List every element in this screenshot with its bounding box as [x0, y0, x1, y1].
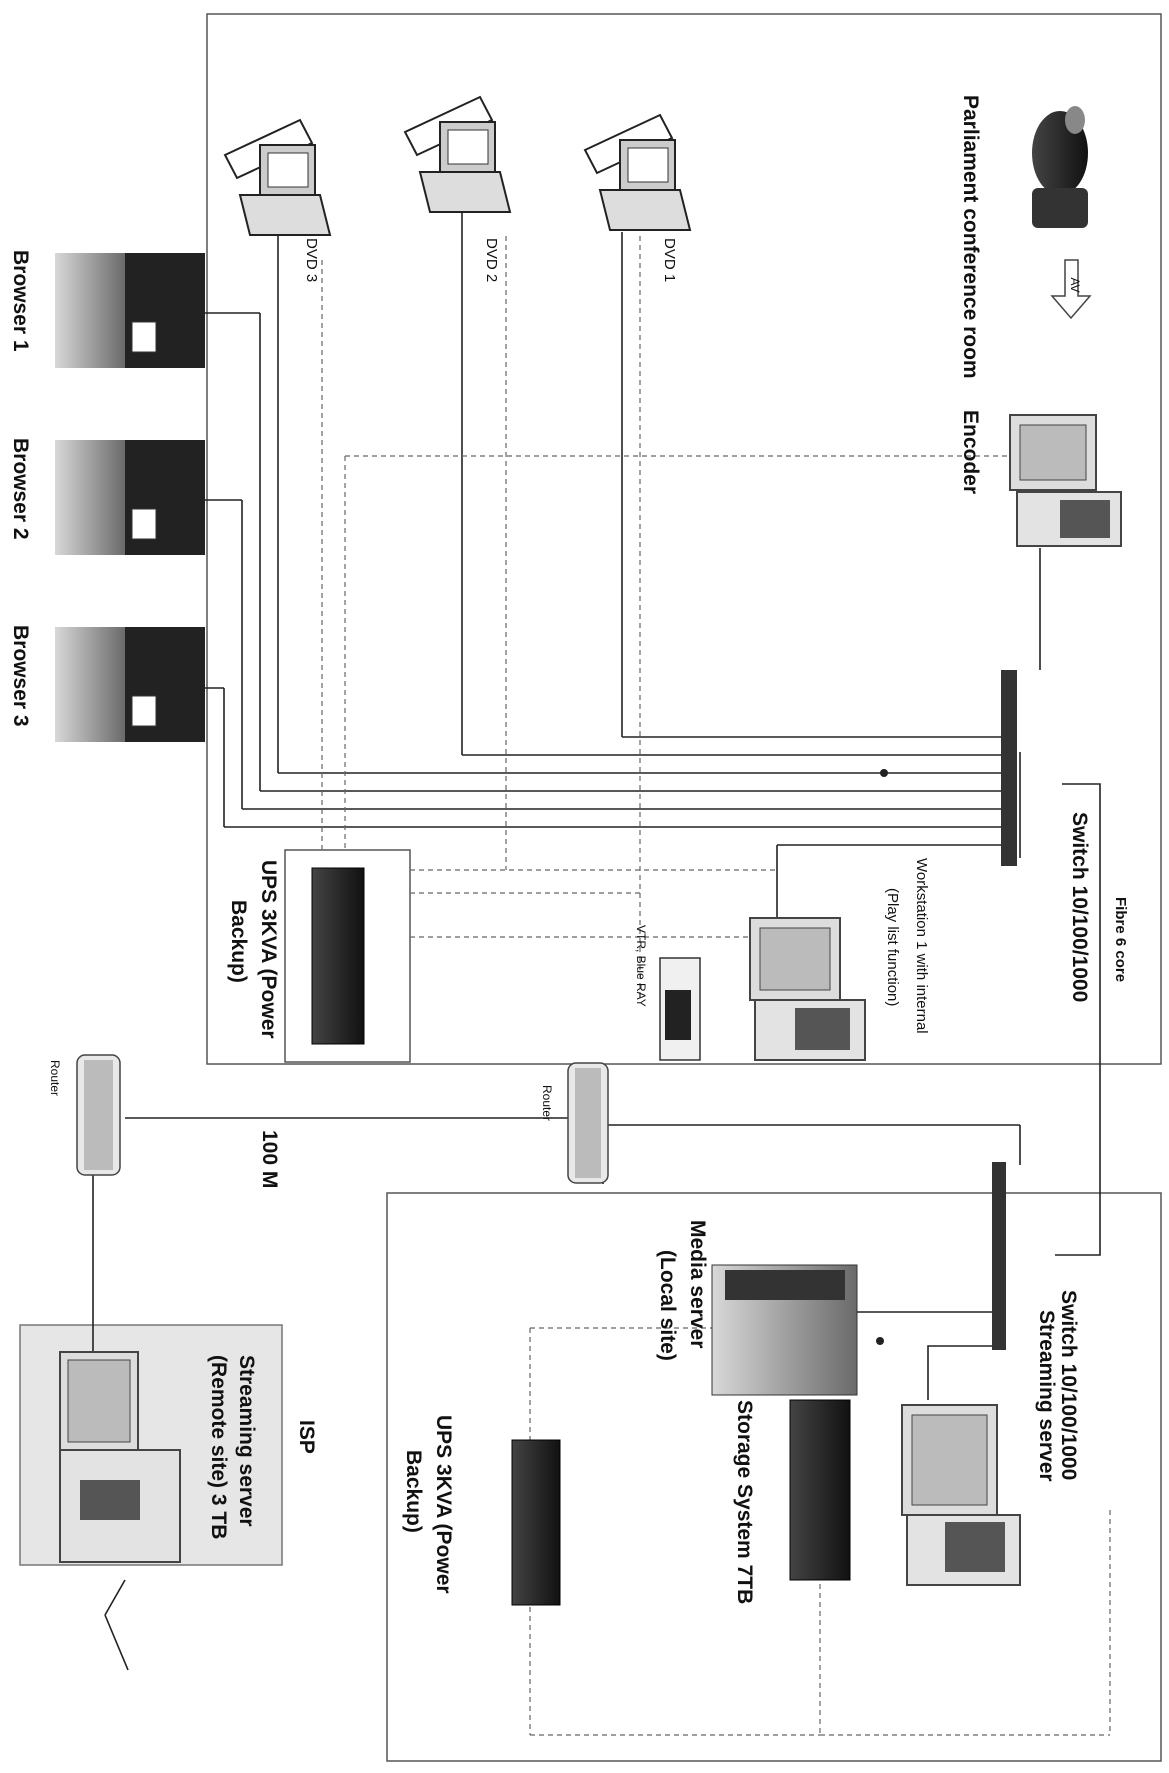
browser2-label: Browser 2: [9, 438, 32, 540]
dvd3-label: DVD 3: [303, 238, 320, 282]
router-left-icon: [76, 1054, 121, 1176]
streaming-local-label: Streaming server: [1035, 1310, 1058, 1482]
local-switch-label: Switch 10/100/1000: [1057, 1290, 1080, 1480]
main-switch-label: Switch 10/100/1000: [1068, 812, 1091, 1002]
main-site-boundary: [206, 13, 1162, 1065]
encoder-label: Encoder: [959, 410, 982, 494]
router-center-icon: [567, 1062, 609, 1184]
ups-local-label-2: Backup): [402, 1450, 425, 1533]
dashed-wires: [321, 236, 1111, 1736]
labels: Parliament conference room Encoder DVD 1…: [9, 95, 1129, 1604]
streaming-server-remote-icon: [59, 1351, 181, 1563]
media-server-label-2: (Local site): [656, 1250, 679, 1361]
streaming-remote-label-2: (Remote site) 3 TB: [207, 1355, 230, 1539]
ups-local-label-1: UPS 3KVA (Power: [432, 1415, 455, 1594]
workstation-label-1: Workstation 1 with internal: [913, 858, 930, 1034]
browser1-label: Browser 1: [9, 250, 32, 352]
ups-main-icon: [311, 867, 365, 1045]
media-server-label-1: Media server: [686, 1220, 709, 1348]
ups-main-label-2: Backup): [227, 900, 250, 983]
local-site-boundary: [386, 1192, 1162, 1762]
router-left-label: Router: [48, 1060, 62, 1096]
vtr-bluray-icon: [659, 957, 701, 1061]
dvd2-label: DVD 2: [483, 238, 500, 282]
link-speed-label: 100 M: [258, 1130, 281, 1188]
ups-main-label-1: UPS 3KVA (Power: [257, 860, 280, 1039]
router-center-label: Router: [540, 1085, 554, 1121]
browser3-label: Browser 3: [9, 625, 32, 727]
dvd1-computer-icon: [583, 113, 692, 231]
ups-local-icon: [511, 1439, 561, 1606]
workstation-computer-icon: [749, 917, 866, 1061]
browser1-computer-icon: [55, 253, 205, 368]
av-arrow-label: AV: [1068, 277, 1082, 292]
dvd1-label: DVD 1: [661, 238, 678, 282]
local-switch-icon: [992, 1162, 1006, 1350]
isp-label: ISP: [295, 1420, 318, 1454]
browser3-computer-icon: [55, 627, 205, 742]
streaming-server-local-icon: [901, 1404, 1021, 1586]
av-arrow-icon: [1050, 259, 1092, 320]
vtr-label: VTR, Blue RAY: [634, 925, 648, 1007]
parliament-label: Parliament conference room: [959, 95, 982, 379]
streaming-remote-label-1: Streaming server: [235, 1355, 258, 1527]
fibre-label: Fibre 6 core: [1112, 897, 1129, 982]
camera-icon: [1032, 106, 1088, 228]
media-server-icon: [711, 1264, 858, 1396]
storage-label: Storage System 7TB: [733, 1400, 756, 1604]
encoder-computer-icon: [1009, 414, 1122, 547]
storage-system-icon: [789, 1399, 851, 1581]
ups-main-frame: [284, 849, 411, 1063]
network-wires: [92, 212, 1101, 1671]
browser2-computer-icon: [55, 440, 205, 555]
workstation-label-2: (Play list function): [884, 888, 901, 1006]
main-switch-icon: [1001, 670, 1017, 866]
dvd2-computer-icon: [403, 95, 512, 213]
dvd3-computer-icon: [223, 118, 332, 236]
